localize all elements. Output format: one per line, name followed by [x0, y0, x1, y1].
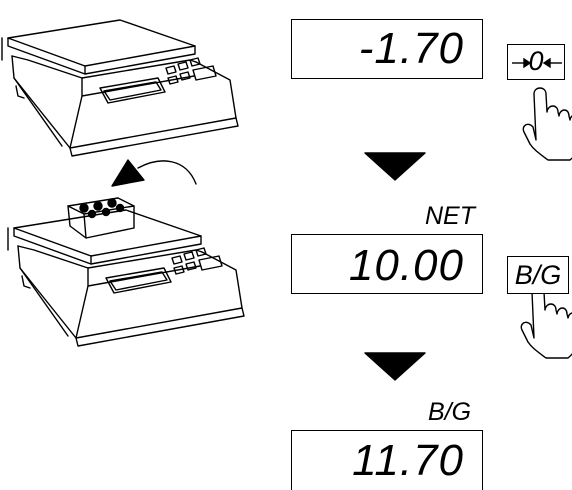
down-triangle-arrow-icon — [364, 152, 426, 181]
weight-display-3: 11.70 — [291, 430, 483, 490]
display-value: 10.00 — [348, 241, 464, 290]
weight-display-2: 10.00 — [291, 234, 483, 294]
down-triangle-arrow-icon — [364, 352, 426, 381]
curved-arrow-icon — [111, 159, 197, 187]
display-value: 11.70 — [352, 436, 464, 485]
zero-key[interactable]: 0 — [507, 44, 565, 80]
zero-key-label: 0 — [528, 46, 544, 76]
gross-net-key[interactable]: B/G — [507, 256, 569, 294]
pointing-hand-icon — [520, 285, 572, 359]
weighing-scale-icon — [1, 19, 239, 157]
zero-arrow-icon — [512, 57, 562, 69]
net-indicator: NET — [425, 202, 475, 230]
gross-indicator: B/G — [428, 398, 472, 426]
weight-display-1: -1.70 — [291, 19, 483, 79]
display-value: -1.70 — [358, 24, 464, 73]
weighing-scale-with-container-icon — [7, 197, 245, 347]
pointing-hand-icon — [522, 87, 572, 161]
